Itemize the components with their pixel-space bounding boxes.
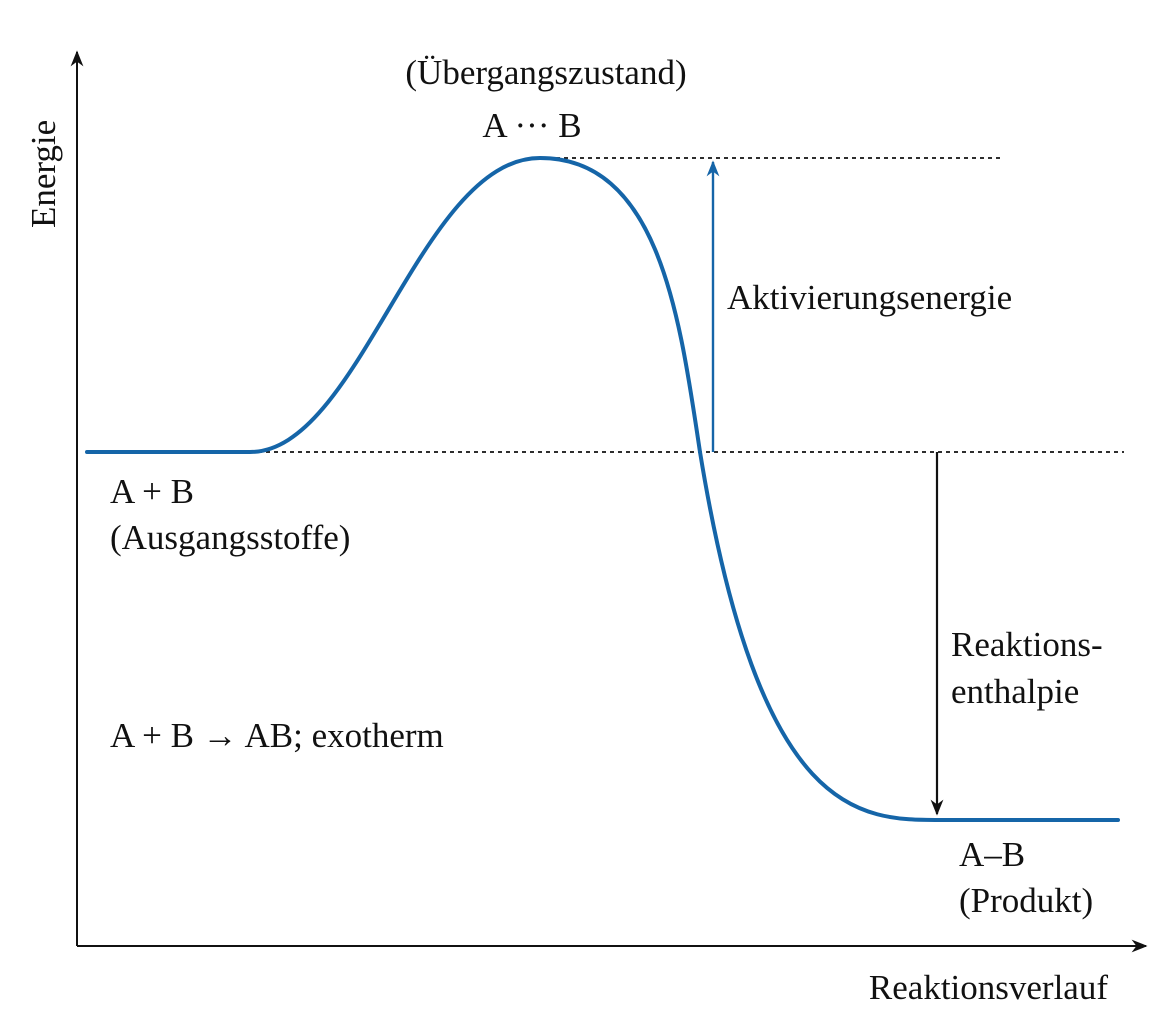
transition-state-formula: A ··· B bbox=[482, 106, 581, 145]
transition-state-caption: (Übergangszustand) bbox=[405, 53, 686, 92]
reactants-formula: A + B bbox=[110, 472, 194, 511]
reaction-enthalpy-label-line2: enthalpie bbox=[951, 672, 1079, 711]
energy-curve bbox=[85, 156, 1120, 822]
x-axis-label: Reaktionsverlauf bbox=[869, 968, 1108, 1007]
y-axis-label: Energie bbox=[24, 120, 63, 228]
product-formula: A–B bbox=[959, 835, 1025, 874]
reaction-equation: A + B → AB; exotherm bbox=[110, 716, 444, 755]
activation-energy-label: Aktivierungsenergie bbox=[727, 278, 1012, 317]
reactants-caption: (Ausgangsstoffe) bbox=[110, 518, 350, 557]
product-caption: (Produkt) bbox=[959, 881, 1093, 920]
reaction-enthalpy-label-line1: Reaktions- bbox=[951, 625, 1103, 664]
